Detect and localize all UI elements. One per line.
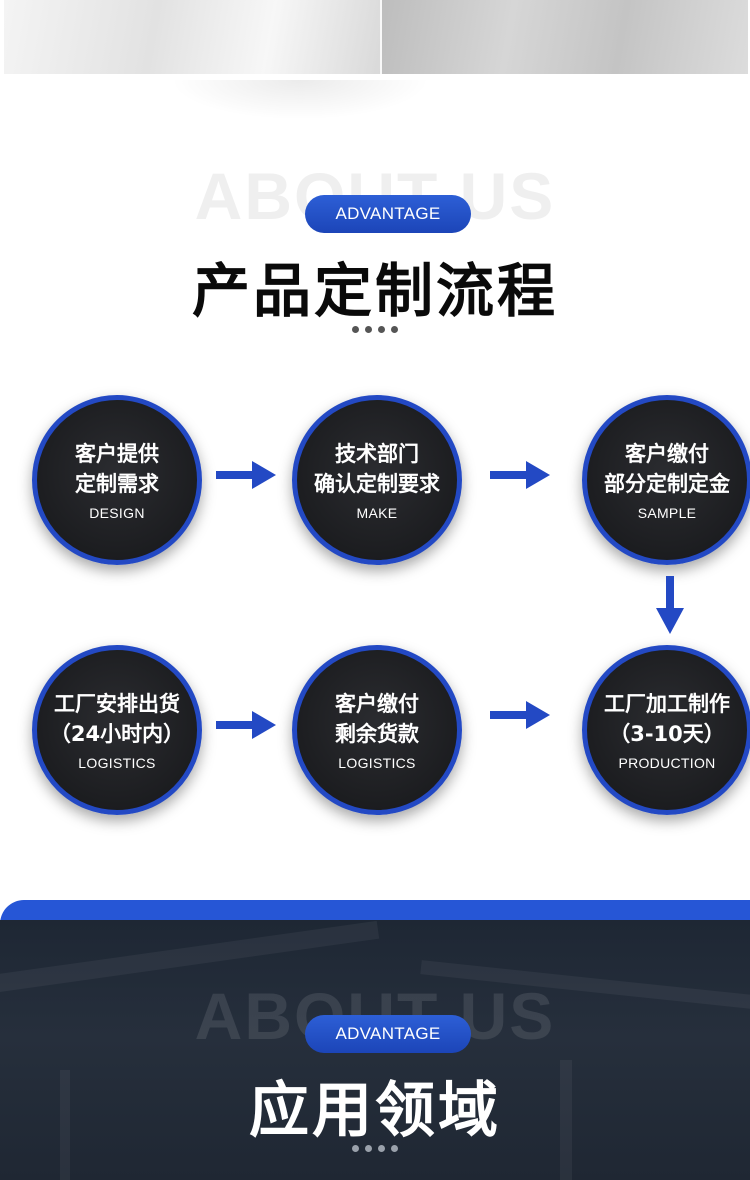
process-step-production: 工厂加工制作 （3-10天） PRODUCTION [582, 645, 750, 815]
divider-dot [378, 326, 385, 333]
top-banner-left-panel [4, 0, 380, 74]
step-title-line2: （3-10天） [609, 722, 725, 746]
step-title-line1: 工厂加工制作 [604, 692, 730, 716]
top-banner-image [0, 0, 750, 76]
arrow-right-icon [216, 461, 276, 489]
step-title-line2: 定制需求 [75, 472, 159, 496]
process-step-sample: 客户缴付 部分定制定金 SAMPLE [582, 395, 750, 565]
divider-dot [391, 1145, 398, 1152]
process-step-logistics-shipping: 工厂安排出货 （24小时内） LOGISTICS [32, 645, 202, 815]
step-title-line1: 技术部门 [335, 442, 419, 466]
step-subtitle: SAMPLE [637, 505, 697, 521]
arrow-right-icon [490, 461, 550, 489]
process-step-logistics-payment: 客户缴付 剩余货款 LOGISTICS [292, 645, 462, 815]
step-title-line2: 剩余货款 [335, 722, 419, 746]
arrow-right-icon [490, 701, 550, 729]
step-subtitle: DESIGN [89, 505, 145, 521]
section2-advantage-pill: ADVANTAGE [305, 1015, 471, 1053]
divider-dot [391, 326, 398, 333]
section2-dots-divider [0, 1145, 750, 1152]
divider-dot [352, 1145, 359, 1152]
step-title-line1: 客户缴付 [625, 442, 709, 466]
step-subtitle: LOGISTICS [78, 755, 156, 771]
step-title-line1: 客户提供 [75, 442, 159, 466]
section1-title: 产品定制流程 [191, 257, 558, 325]
top-banner-shadow [170, 80, 430, 120]
section1-advantage-pill: ADVANTAGE [305, 195, 471, 233]
step-subtitle: PRODUCTION [618, 755, 716, 771]
top-banner-right-panel [382, 0, 748, 74]
step-title-line2: 部分定制定金 [604, 472, 730, 496]
process-step-design: 客户提供 定制需求 DESIGN [32, 395, 202, 565]
background-beam [560, 1060, 572, 1180]
divider-dot [365, 1145, 372, 1152]
section2-title: 应用领域 [249, 1076, 501, 1146]
step-title-line2: （24小时内） [49, 722, 185, 746]
step-title-line2: 确认定制要求 [314, 472, 440, 496]
step-subtitle: MAKE [356, 505, 398, 521]
top-banner-divider [380, 0, 382, 74]
step-title-line1: 工厂安排出货 [54, 692, 180, 716]
step-subtitle: LOGISTICS [338, 755, 416, 771]
background-beam [60, 1070, 70, 1180]
divider-dot [365, 326, 372, 333]
arrow-down-icon [656, 576, 684, 634]
section1-dots-divider [0, 326, 750, 333]
step-title-line1: 客户缴付 [335, 692, 419, 716]
arrow-right-icon [216, 711, 276, 739]
divider-dot [352, 326, 359, 333]
divider-dot [378, 1145, 385, 1152]
process-step-make: 技术部门 确认定制要求 MAKE [292, 395, 462, 565]
